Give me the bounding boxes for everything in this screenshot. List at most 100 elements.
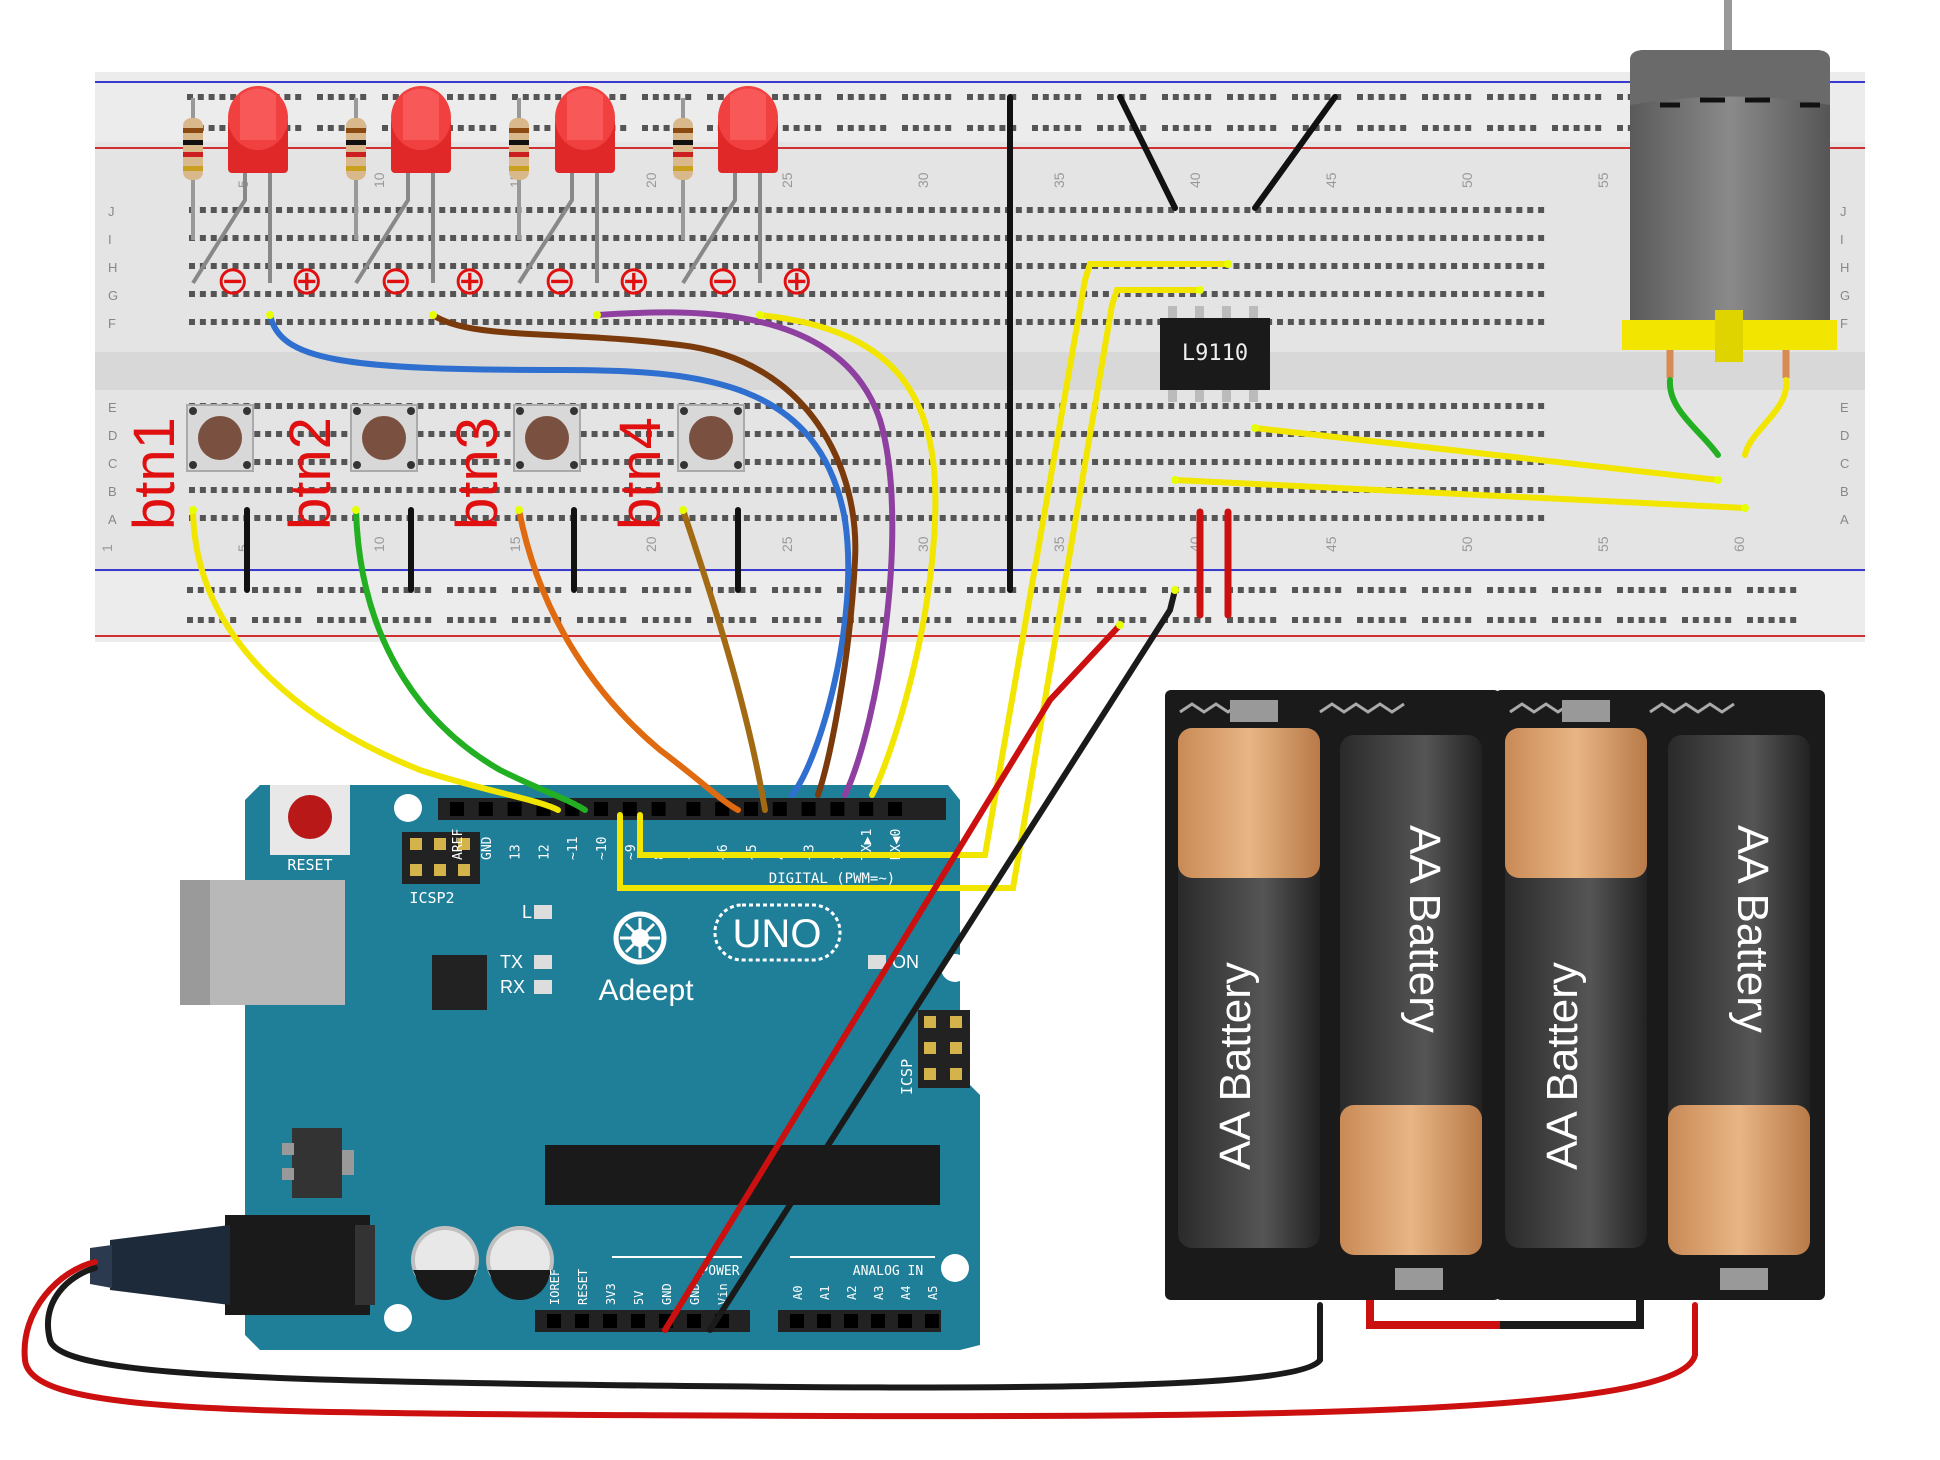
row-letter-f: F: [108, 316, 116, 331]
led-on-label: ON: [892, 952, 919, 972]
col-num-40: 40: [1187, 172, 1203, 188]
reset-button[interactable]: RESET: [270, 785, 350, 874]
dc-motor: [1622, 0, 1837, 378]
wire-5v-red: [662, 622, 1123, 1333]
row-letter-h: H: [108, 260, 117, 275]
col-num-30: 30: [915, 172, 931, 188]
wire-led4-yellow: [757, 312, 939, 798]
row-letter-d-right: D: [1840, 428, 1849, 443]
power-jack: [90, 1215, 375, 1315]
col-num-b-15: 15: [507, 536, 523, 552]
power-pin-label-4: GND: [660, 1283, 674, 1305]
wire-battery-black: [45, 1265, 1323, 1391]
wire-l9110-out-a: [1252, 425, 1721, 483]
resistor-3: [509, 98, 529, 240]
l9110-chip: L9110: [1160, 306, 1270, 402]
wire-btn4-brown: [680, 507, 768, 813]
led-rx-label: RX: [500, 977, 525, 997]
breadboard: J I H G F E D C B A J I H G F E D C B A …: [95, 72, 1865, 642]
power-pin-label-2: 3V3: [604, 1283, 618, 1305]
analog-pin-label-2: A2: [845, 1286, 859, 1300]
icsp-label: ICSP: [898, 1059, 916, 1095]
wire-gnd-black: [707, 587, 1178, 1333]
button-label-3: btn3: [445, 417, 510, 530]
wire-l9110-out-b: [1172, 477, 1748, 511]
battery-4: AA Battery: [1668, 735, 1810, 1255]
digital-pin-label-5: ~10: [595, 837, 610, 860]
push-button-2[interactable]: [350, 404, 418, 472]
battery-label-4: AA Battery: [1728, 825, 1777, 1033]
col-num-b-25: 25: [779, 536, 795, 552]
col-num-b-10: 10: [371, 536, 387, 552]
row-letter-i: I: [108, 232, 112, 247]
plus-marker-2: ⊕: [453, 259, 487, 303]
analog-pin-label-4: A4: [899, 1286, 913, 1300]
status-leds: L TX RX ON: [500, 902, 919, 997]
analog-pin-label-0: A0: [791, 1286, 805, 1300]
row-letter-j-right: J: [1840, 204, 1847, 219]
icsp2-label: ICSP2: [409, 889, 454, 907]
col-num-b-60: 60: [1731, 536, 1747, 552]
row-letter-h-right: H: [1840, 260, 1849, 275]
button-label-1: btn1: [122, 417, 187, 530]
resistor-2: [346, 98, 366, 240]
adeept-logo: Adeept: [598, 911, 694, 1007]
row-letter-a-right: A: [1840, 512, 1849, 527]
digital-label: DIGITAL (PWM=~): [769, 871, 895, 887]
chip-label: L9110: [1182, 341, 1248, 366]
col-num-b-1: 1: [99, 544, 115, 552]
col-num-20: 20: [643, 172, 659, 188]
driver-section: L9110: [1007, 0, 1837, 619]
wire-l9110-in-b: [617, 287, 1203, 891]
led-tx-label: TX: [500, 952, 523, 972]
usb-chip: [432, 955, 487, 1010]
analog-pin-label-3: A3: [872, 1286, 886, 1300]
digital-pin-label-0: AREF: [451, 829, 466, 860]
col-num-b-55: 55: [1595, 536, 1611, 552]
wire-led1-blue: [267, 312, 852, 798]
battery-label-2: AA Battery: [1400, 825, 1449, 1033]
col-num-b-50: 50: [1459, 536, 1475, 552]
model-name: UNO: [733, 912, 822, 956]
col-num-b-30: 30: [915, 536, 931, 552]
row-letter-a: A: [108, 512, 117, 527]
col-num-b-20: 20: [643, 536, 659, 552]
uno-badge: UNO: [713, 903, 842, 962]
push-button-1[interactable]: [186, 404, 254, 472]
wire-battery-red: [21, 1259, 1698, 1420]
push-button-3[interactable]: [513, 404, 581, 472]
digital-pin-label-4: ~11: [566, 837, 581, 860]
reset-label: RESET: [287, 856, 332, 874]
resistor-4: [673, 98, 693, 240]
plus-marker-4: ⊕: [780, 259, 814, 303]
digital-pin-label-6: ~9: [624, 844, 639, 860]
button-ground-jumpers: [244, 507, 741, 593]
rail-jumpers: [1007, 94, 1338, 593]
wire-motor-green: [1666, 377, 1721, 458]
col-num-b-35: 35: [1051, 536, 1067, 552]
col-num-25: 25: [779, 172, 795, 188]
digital-pin-label-1: GND: [480, 836, 495, 860]
col-num-55: 55: [1595, 172, 1611, 188]
col-num-10: 10: [371, 172, 387, 188]
row-letter-g-right: G: [1840, 288, 1850, 303]
button-label-4: btn4: [608, 417, 673, 530]
col-num-45: 45: [1323, 172, 1339, 188]
row-letter-b: B: [108, 484, 117, 499]
wire-l9110-in-a: [637, 261, 1231, 858]
plus-marker-1: ⊕: [290, 259, 324, 303]
battery-2: AA Battery: [1340, 735, 1482, 1255]
push-button-4[interactable]: [677, 404, 745, 472]
brand-name: Adeept: [598, 974, 694, 1007]
wire-btn2-green: [353, 507, 588, 813]
power-pin-label-0: IOREF: [548, 1269, 562, 1305]
minus-marker-1: ⊖: [216, 259, 250, 303]
led-4: [681, 86, 778, 285]
row-letter-j: J: [108, 204, 115, 219]
led-polarity-markers: ⊖ ⊕ ⊖ ⊕ ⊖ ⊕ ⊖ ⊕: [216, 259, 814, 303]
digital-pin-label-3: 12: [537, 844, 552, 860]
wire-endpoints: [189, 260, 1749, 629]
wire-led3-purple: [594, 309, 896, 798]
